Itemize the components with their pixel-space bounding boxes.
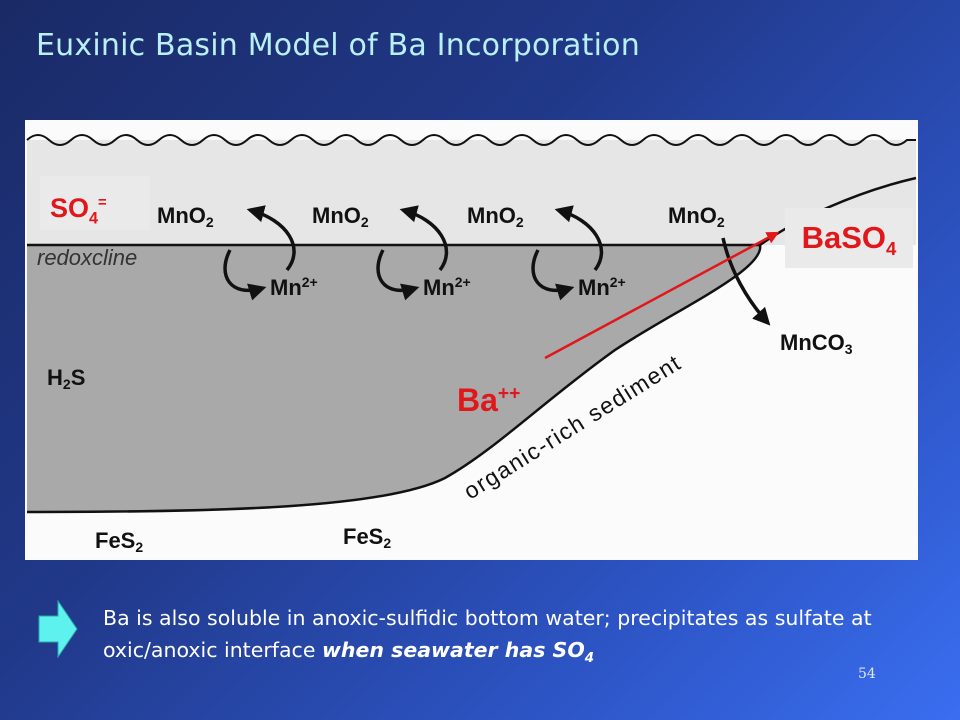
mnco3-arrow	[721, 237, 771, 326]
mn-cycle-3: MnO2 Mn2+	[467, 203, 626, 301]
fes2-label-center: FeS2	[343, 524, 391, 551]
arrow-right-icon	[38, 600, 78, 658]
svg-text:MnO2: MnO2	[467, 203, 524, 230]
mno2-shelf-label: MnO2	[668, 203, 725, 230]
barium-ion-label: Ba++	[457, 382, 521, 418]
svg-text:Mn2+: Mn2+	[423, 274, 471, 300]
barite-label: BaSO4	[785, 208, 913, 268]
mnco3-label: MnCO3	[780, 330, 853, 357]
sea-surface-wave	[26, 134, 916, 146]
svg-text:Mn2+: Mn2+	[270, 274, 318, 300]
sulfate-label: SO4=	[40, 176, 150, 230]
svg-text:Mn2+: Mn2+	[578, 274, 626, 300]
slide-number: 54	[858, 666, 876, 682]
fes2-label-left: FeS2	[95, 528, 143, 555]
euxinic-basin-diagram: MnO2 Mn2+ MnO2 Mn2+ MnO2 Mn2+ MnO2 MnCO3…	[25, 120, 918, 560]
anoxic-water	[27, 245, 761, 512]
svg-text:MnO2: MnO2	[157, 203, 214, 230]
svg-text:MnO2: MnO2	[312, 203, 369, 230]
oxic-layer	[27, 140, 916, 245]
mn-cycle-1: MnO2 Mn2+	[157, 203, 318, 301]
ba-transport-arrow	[544, 231, 780, 360]
mn-cycle-2: MnO2 Mn2+	[312, 203, 471, 301]
bullet-text: Ba is also soluble in anoxic-sulfidic bo…	[103, 606, 872, 667]
redoxcline-label: redoxcline	[37, 245, 137, 270]
basin-figure: MnO2 Mn2+ MnO2 Mn2+ MnO2 Mn2+ MnO2 MnCO3…	[25, 120, 918, 560]
slide-title: Euxinic Basin Model of Ba Incorporation	[36, 28, 640, 63]
seafloor-line	[26, 243, 762, 514]
h2s-label: H2S	[47, 365, 85, 392]
